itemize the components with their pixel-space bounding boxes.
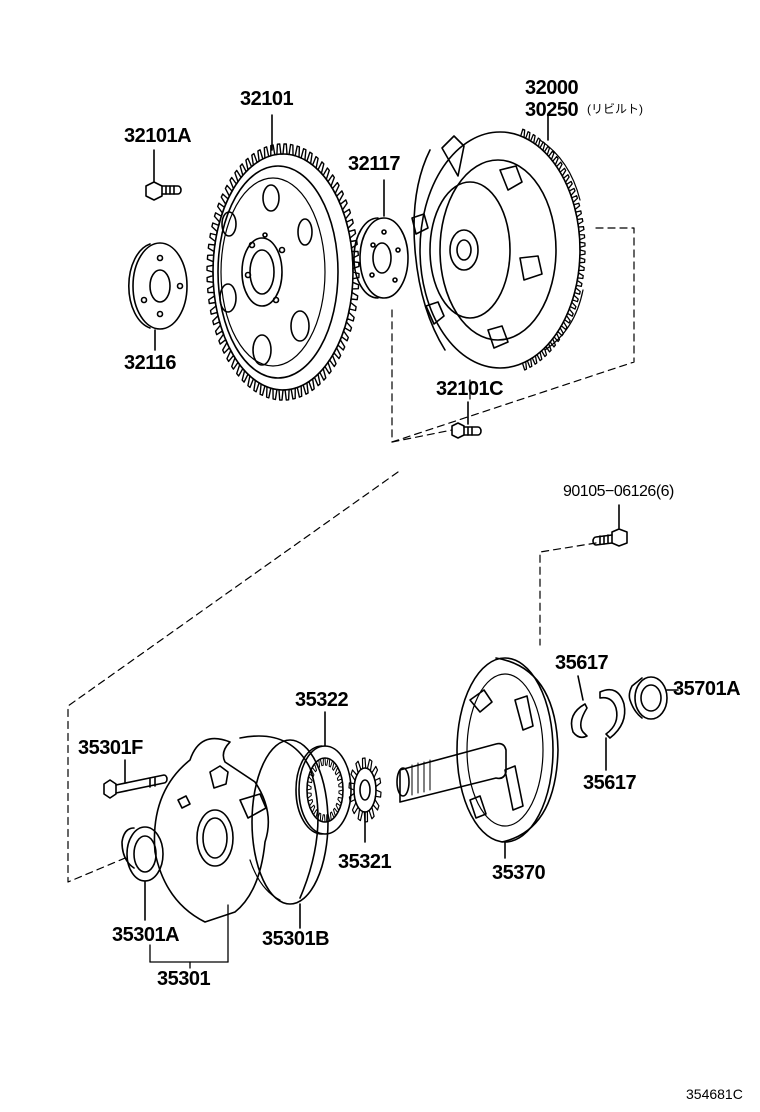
oil-pump-body-35301	[153, 735, 329, 929]
bolt-90105	[592, 504, 628, 547]
label-35301F: 35301F	[78, 737, 143, 759]
seal-rings-35617	[570, 675, 626, 771]
label-35301A: 35301A	[112, 924, 180, 946]
label-30250: 30250	[525, 99, 579, 121]
label-35301B: 35301B	[262, 928, 330, 950]
label-35370: 35370	[492, 862, 546, 884]
stator-shaft-35370	[396, 657, 559, 859]
bolt-32101C	[451, 401, 482, 439]
label-90105: 90105−06126(6)	[563, 483, 674, 500]
label-35301: 35301	[157, 968, 211, 990]
label-32000: 32000	[525, 77, 579, 99]
label-30250-note: (リビルト)	[587, 102, 643, 116]
oil-seal-35301A	[121, 826, 164, 921]
label-32101: 32101	[240, 88, 294, 110]
torque-converter-32000	[411, 115, 586, 371]
label-32101C: 32101C	[436, 378, 504, 400]
label-35617-bottom: 35617	[583, 772, 637, 794]
drive-gear-35321	[348, 757, 382, 843]
diagram-reference: 354681C	[686, 1086, 743, 1102]
dashed-leaders	[67, 227, 635, 883]
label-35322: 35322	[295, 689, 349, 711]
drive-plate-32101	[206, 114, 360, 401]
plate-32117	[353, 179, 409, 299]
label-32116: 32116	[124, 352, 177, 374]
bolt-32101A	[145, 149, 182, 201]
bolt-35301F	[103, 759, 168, 799]
label-32101A: 32101A	[124, 125, 192, 147]
bracket-35301	[149, 904, 229, 969]
label-35321: 35321	[338, 851, 392, 873]
label-35617-top: 35617	[555, 652, 609, 674]
oil-seal-35701A	[628, 676, 679, 720]
spacer-32116	[127, 242, 188, 351]
label-32117: 32117	[348, 153, 401, 175]
label-35701A: 35701A	[673, 678, 741, 700]
driven-gear-35322	[295, 711, 352, 835]
